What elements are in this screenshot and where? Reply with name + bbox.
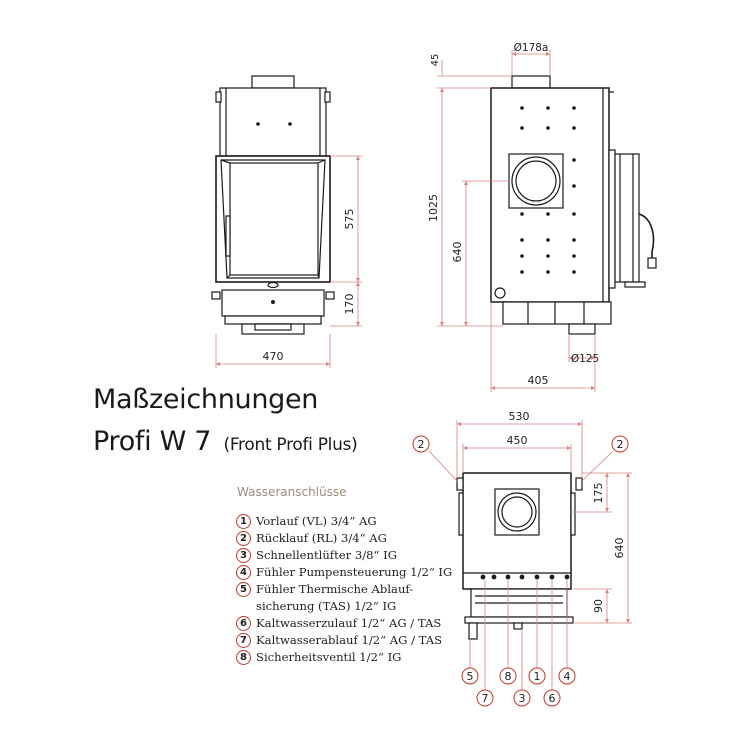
front-dim-base-height: 170 bbox=[343, 294, 356, 315]
side-view bbox=[490, 75, 657, 335]
svg-text:2: 2 bbox=[418, 438, 425, 451]
legend-number: 7 bbox=[236, 633, 251, 648]
legend-text: Fühler Thermische Ablauf- bbox=[256, 582, 414, 596]
callout-top-right: 2 bbox=[611, 435, 629, 453]
legend-text: Kaltwasserzulauf 1/2“ AG / TAS bbox=[256, 616, 442, 630]
svg-text:8: 8 bbox=[505, 670, 512, 683]
connection-legend: 1 Vorlauf (VL) 3/4“ AG 2 Rücklauf (RL) 3/4… bbox=[236, 513, 452, 666]
legend-number: 2 bbox=[236, 531, 251, 546]
legend-text: Vorlauf (VL) 3/4“ AG bbox=[256, 514, 377, 528]
legend-number: 8 bbox=[236, 650, 251, 665]
legend-item: 3 Schnellentlüfter 3/8“ IG bbox=[236, 547, 452, 564]
callout-bottom-7: 7 bbox=[476, 689, 494, 707]
legend-item: 4 Fühler Pumpensteuerung 1/2“ IG bbox=[236, 564, 452, 581]
rear-view-holes bbox=[480, 574, 570, 580]
rear-dimensions bbox=[456, 420, 632, 624]
legend-text: Sicherheitsventil 1/2“ IG bbox=[256, 650, 402, 664]
callout-bottom-4: 4 bbox=[558, 667, 576, 685]
svg-text:5: 5 bbox=[467, 670, 474, 683]
side-dimensions bbox=[437, 50, 596, 392]
legend-number: 5 bbox=[236, 582, 251, 597]
legend-text-continued: sicherung (TAS) 1/2“ IG bbox=[256, 599, 397, 613]
callout-bottom-1: 1 bbox=[528, 667, 546, 685]
side-dim-top-flue: Ø178a bbox=[514, 42, 549, 54]
svg-text:1: 1 bbox=[534, 670, 541, 683]
side-dim-depth: 405 bbox=[528, 374, 549, 387]
svg-text:4: 4 bbox=[564, 670, 571, 683]
front-view bbox=[211, 75, 335, 335]
legend-item: 7 Kaltwasserablauf 1/2“ AG / TAS bbox=[236, 632, 452, 649]
rear-view bbox=[456, 472, 583, 640]
legend-text: Fühler Pumpensteuerung 1/2“ IG bbox=[256, 565, 453, 579]
callout-top-left: 2 bbox=[412, 435, 430, 453]
svg-text:3: 3 bbox=[519, 692, 526, 705]
legend-item: 5 Fühler Thermische Ablauf-sicherung (TAS… bbox=[236, 581, 452, 615]
svg-text:6: 6 bbox=[549, 692, 556, 705]
model-name: Profi W 7 bbox=[93, 426, 212, 457]
model-subtitle: (Front Profi Plus) bbox=[223, 435, 358, 455]
callout-bottom-8: 8 bbox=[499, 667, 517, 685]
legend-item: 2 Rücklauf (RL) 3/4“ AG bbox=[236, 530, 452, 547]
svg-text:7: 7 bbox=[482, 692, 489, 705]
side-dim-flue-height: 640 bbox=[451, 242, 464, 263]
rear-dim-height: 640 bbox=[613, 538, 626, 559]
page-title: Maßzeichnungen bbox=[93, 384, 319, 415]
rear-dim-upper: 175 bbox=[592, 483, 605, 504]
legend-title: Wasseranschlüsse bbox=[237, 485, 347, 499]
legend-item: 1 Vorlauf (VL) 3/4“ AG bbox=[236, 513, 452, 530]
legend-item: 6 Kaltwasserzulauf 1/2“ AG / TAS bbox=[236, 615, 452, 632]
legend-number: 4 bbox=[236, 565, 251, 580]
callout-bottom-3: 3 bbox=[513, 689, 531, 707]
legend-number: 6 bbox=[236, 616, 251, 631]
rear-dim-inner-width: 450 bbox=[507, 434, 528, 447]
model-title: Profi W 7 (Front Profi Plus) bbox=[93, 426, 358, 457]
side-dim-total-height: 1025 bbox=[427, 194, 440, 222]
legend-number: 1 bbox=[236, 514, 251, 529]
legend-item: 8 Sicherheitsventil 1/2“ IG bbox=[236, 649, 452, 666]
svg-text:2: 2 bbox=[617, 438, 624, 451]
legend-text: Kaltwasserablauf 1/2“ AG / TAS bbox=[256, 633, 443, 647]
callouts: 2 2 5 7 8 3 1 6 bbox=[412, 435, 629, 707]
rear-dim-outer-width: 530 bbox=[509, 410, 530, 423]
callout-bottom-6: 6 bbox=[543, 689, 561, 707]
rear-dim-lower: 90 bbox=[592, 599, 605, 613]
side-view-holes bbox=[520, 106, 576, 274]
front-dimensions bbox=[215, 155, 362, 368]
front-dim-width: 470 bbox=[263, 350, 284, 363]
legend-number: 3 bbox=[236, 548, 251, 563]
legend-text: Schnellentlüfter 3/8“ IG bbox=[256, 548, 397, 562]
legend-text: Rücklauf (RL) 3/4“ AG bbox=[256, 531, 387, 545]
side-dim-bottom-flue: Ø125 bbox=[571, 353, 599, 365]
rear-leaders bbox=[428, 450, 614, 690]
callout-bottom-5: 5 bbox=[461, 667, 479, 685]
front-dim-door-height: 575 bbox=[343, 209, 356, 230]
side-dim-top-offset: 45 bbox=[430, 54, 441, 67]
